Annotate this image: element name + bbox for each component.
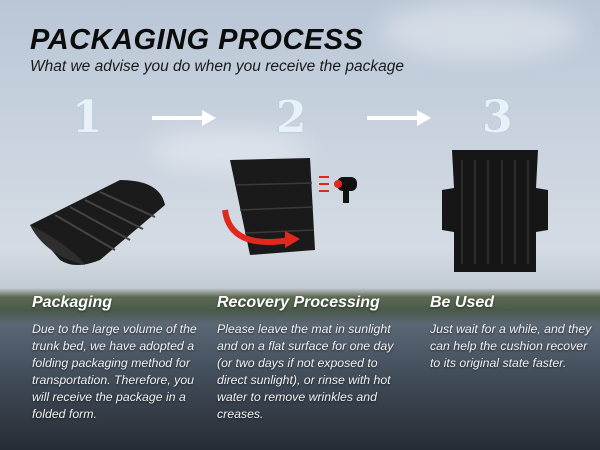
arrow-right-icon [152,110,216,126]
page-subtitle: What we advise you do when you receive t… [30,58,404,75]
arrow-right-icon [367,110,431,126]
step-number-2: 2 [276,92,307,143]
hair-dryer-icon [319,176,357,203]
step-1-text: Due to the large volume of the trunk bed… [32,322,197,421]
step-number-3: 3 [482,92,513,143]
step-3-text: Just wait for a while, and they can help… [430,322,592,370]
step-2-heading: Recovery Processing [217,294,380,311]
step-2-text: Please leave the mat in sunlight and on … [217,322,394,421]
page-title: PACKAGING PROCESS [30,24,364,56]
unfolding-mat-image [222,158,357,255]
step-3-heading: Be Used [430,294,495,311]
step-1-heading: Packaging [32,294,113,311]
step-number-1: 1 [72,92,103,143]
cloud [380,0,580,60]
folded-mat-image [30,180,165,265]
flat-mat-image [442,150,548,272]
